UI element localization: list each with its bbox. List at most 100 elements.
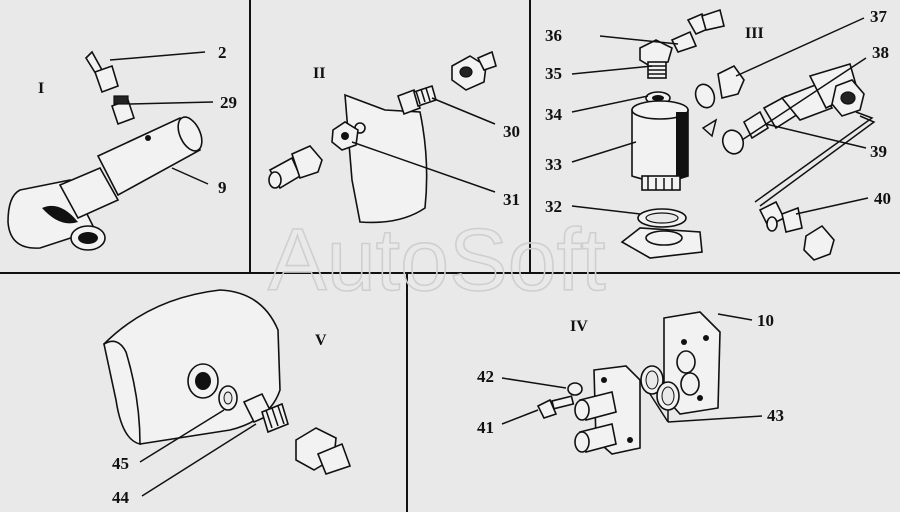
leader-34: [571, 95, 649, 113]
small-connector: [670, 30, 698, 53]
bolt-36-head: [639, 39, 673, 67]
bolt-41-head: [536, 398, 558, 419]
nut-31-bore: [341, 132, 349, 140]
plate-10-hole-c: [697, 395, 703, 401]
leader-37: [735, 17, 865, 77]
fitting-30-grooves: [415, 87, 431, 105]
flange-pipe-lower-end: [574, 431, 590, 453]
panel-v: V 45 44: [103, 289, 352, 507]
plate-10-hole-b: [703, 335, 709, 341]
nut-40: [803, 224, 835, 261]
callout-10: 10: [757, 311, 774, 330]
fitting-40-thread: [781, 206, 803, 233]
leader-9: [171, 167, 209, 185]
leader-42: [501, 377, 567, 389]
union-end: [268, 171, 282, 189]
callout-44: 44: [112, 488, 130, 507]
ring-38: [721, 129, 745, 155]
panel-iv: IV 10 42 41 43: [477, 311, 784, 455]
panel-iv-label: IV: [570, 318, 588, 335]
gasket-43-b-hole: [661, 386, 675, 406]
filter-top: [631, 100, 689, 120]
tank-port-bore: [195, 372, 211, 390]
washer-45-hole: [223, 391, 233, 405]
leader-32: [571, 205, 641, 215]
leader-38: [741, 57, 867, 141]
fuel-tank-end: [103, 340, 141, 445]
top-nipple-body: [701, 8, 725, 31]
panel-iii-label: III: [745, 25, 764, 42]
tee-pipe-shadow: [42, 205, 78, 224]
mounting-plate: [344, 93, 428, 224]
fitting-body-end: [177, 116, 203, 152]
panel-ii: II 30 31: [268, 50, 520, 224]
bolt-41-shank: [551, 395, 575, 410]
leader-40: [795, 197, 869, 215]
cap-nut-bore: [459, 66, 473, 78]
nut-2: [93, 64, 119, 94]
leader-41: [501, 409, 539, 425]
union-hex: [291, 145, 323, 180]
callout-33: 33: [545, 155, 562, 174]
callout-37: 37: [870, 7, 888, 26]
plate-10-port-a: [676, 350, 696, 374]
filter-nut: [641, 175, 681, 191]
fitting-44-grooves: [265, 405, 285, 429]
callout-45: 45: [112, 454, 129, 473]
callout-34: 34: [545, 105, 563, 124]
ring-37-a: [694, 83, 716, 109]
filter-nut-flutes: [647, 176, 673, 190]
seal-ring-32-inner: [645, 212, 679, 224]
filter-shadow: [676, 112, 688, 180]
watermark-text: AutoSoft: [268, 210, 606, 309]
callout-42: 42: [477, 367, 494, 386]
flange-pipe-upper-end: [574, 399, 590, 421]
hose-line-2: [759, 115, 876, 207]
direction-arrow: [701, 118, 718, 138]
panel-iii: III: [545, 7, 891, 261]
callout-9: 9: [218, 178, 227, 197]
union-nut-stub: [316, 442, 352, 475]
panel-v-label: V: [315, 332, 327, 349]
callout-39: 39: [870, 142, 887, 161]
plate-10-port-b: [680, 372, 700, 396]
callout-36: 36: [545, 26, 562, 45]
cap-nut-stub: [476, 50, 497, 71]
panel-i-label: I: [38, 80, 44, 97]
nut-9: [58, 166, 120, 220]
callout-35: 35: [545, 64, 562, 83]
callout-38: 38: [872, 43, 889, 62]
panel-ii-label: II: [313, 65, 325, 82]
leader-33: [571, 141, 637, 163]
hose-line: [754, 111, 874, 203]
valve-29-head: [113, 95, 129, 105]
fitting-37: [717, 64, 745, 99]
panel-i: I 2 29 9: [7, 43, 237, 251]
leader-31: [351, 141, 496, 193]
leader-30: [431, 97, 496, 125]
fitting-39-thread: [742, 110, 770, 140]
leader-10: [717, 313, 753, 321]
fitting-port: [145, 135, 151, 141]
leader-43-b: [649, 393, 669, 423]
callout-2: 2: [218, 43, 227, 62]
callout-30: 30: [503, 122, 520, 141]
callout-40: 40: [874, 189, 891, 208]
leader-39: [765, 123, 867, 149]
leader-2: [109, 51, 206, 61]
leader-45: [139, 409, 225, 463]
washer-34-hole: [652, 95, 664, 101]
elbow-nut-bore: [840, 91, 856, 105]
base-threaded-boss: [645, 230, 683, 246]
fitting-body-9: [96, 116, 202, 197]
washer-42: [567, 382, 583, 396]
gasket-43-a-hole: [645, 370, 659, 390]
leader-35: [571, 65, 653, 75]
leader-29: [129, 101, 214, 105]
leader-36: [599, 35, 679, 45]
plate-10-hole-a: [681, 339, 687, 345]
leader-43-a: [667, 415, 763, 423]
callout-41: 41: [477, 418, 494, 437]
